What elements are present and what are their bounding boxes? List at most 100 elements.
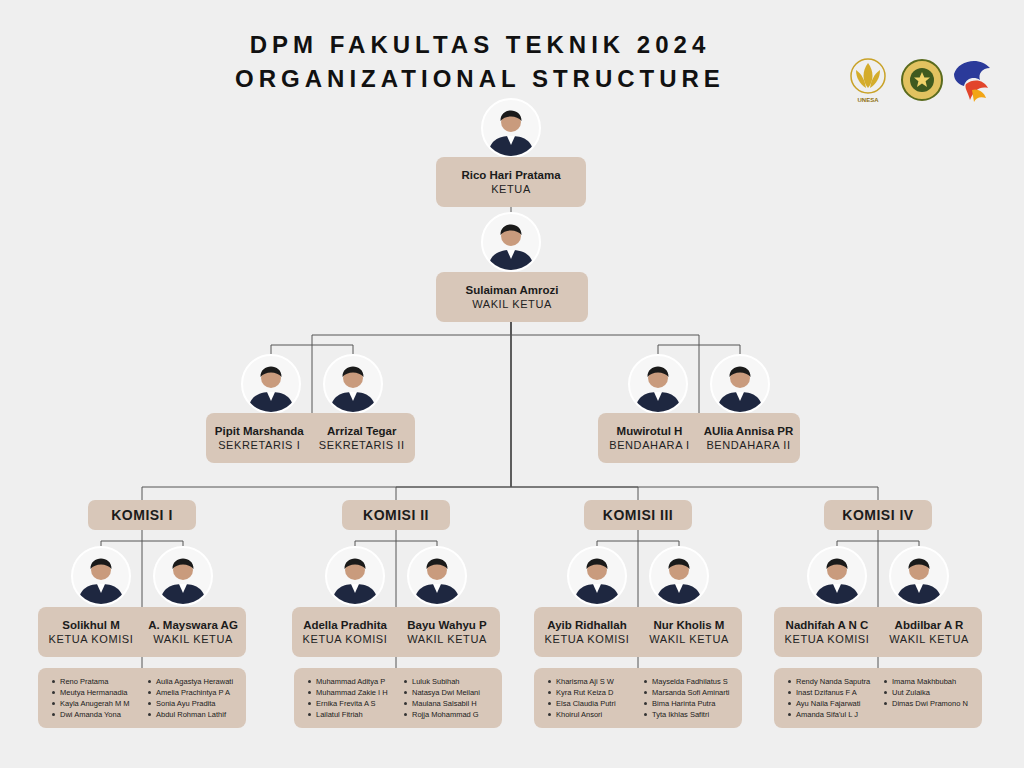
member-name: Natasya Dwi Meilani [412, 688, 480, 698]
branch-line [597, 541, 679, 546]
bullet-dot [148, 691, 151, 694]
connector-group [142, 207, 878, 668]
org-connector [396, 530, 397, 607]
branch-line [355, 541, 437, 546]
member-item: Abdul Rohman Lathif [148, 710, 226, 720]
member-item: Elsa Claudia Putri [548, 699, 616, 709]
org-connector [396, 657, 397, 668]
logo-core [910, 68, 934, 92]
logo-ring [902, 60, 942, 100]
member-list-box: Muhammad Aditya PMuhammad Zakie I HErnik… [294, 668, 502, 728]
logo-caption: UNESA [848, 96, 888, 104]
member-item: Dwi Amanda Yona [52, 710, 121, 720]
portrait-photo [890, 547, 948, 606]
bullet-dot [148, 702, 151, 705]
member-item: Tyta Ikhlas Safitri [644, 710, 709, 720]
portrait-photo [242, 355, 300, 414]
portrait-photo [72, 547, 130, 606]
logo-flame [972, 89, 986, 102]
bullet-dot [404, 713, 407, 716]
logo-petal [856, 70, 866, 88]
member-item: Natasya Dwi Meilani [404, 688, 480, 698]
person-name: Solikhul M [62, 618, 120, 632]
member-name: Maulana Salsabil H [412, 699, 477, 709]
faculty-logo [902, 60, 942, 100]
role-title: BENDAHARA I [609, 438, 690, 452]
member-item: Muhammad Aditya P [308, 677, 385, 687]
portrait-photo [154, 547, 212, 606]
member-item: Rojja Mohammad G [404, 710, 479, 720]
pair-box: Pipit MarshandaSEKRETARIS IArrizal Tegar… [206, 413, 415, 463]
bullet-dot [884, 680, 887, 683]
role-title: SEKRETARIS II [319, 438, 405, 452]
person-name: Nadhifah A N C [786, 618, 869, 632]
role-title: KETUA KOMISI [49, 632, 134, 646]
role-title: WAKIL KETUA [407, 632, 487, 646]
org-connector [142, 322, 511, 500]
org-connector [878, 530, 879, 607]
role-title: WAKIL KETUA [153, 632, 233, 646]
member-name: Dimas Dwi Pramono N [892, 699, 968, 709]
person-name: Muwirotul H [617, 424, 683, 438]
role-title: WAKIL KETUA [889, 632, 969, 646]
org-connector [142, 530, 143, 607]
member-name: Kharisma Aji S W [556, 677, 614, 687]
member-name: Inast Dzifanus F A [796, 688, 857, 698]
bullet-dot [148, 713, 151, 716]
branch-lines [101, 345, 919, 546]
logo-ring [851, 59, 885, 93]
person-name: Rico Hari Pratama [461, 168, 560, 182]
bullet-dot [884, 691, 887, 694]
bullet-dot [52, 713, 55, 716]
portrait-photo [568, 547, 626, 606]
org-connector [511, 322, 638, 500]
member-name: Meutya Hermanadia [60, 688, 128, 698]
committee-name: KOMISI I [111, 506, 173, 524]
member-name: Bima Harinta Putra [652, 699, 715, 709]
member-name: Ernika Frevita A S [316, 699, 376, 709]
org-connector [878, 657, 879, 668]
org-connector [638, 530, 639, 607]
bullet-dot [52, 680, 55, 683]
bullet-dot [788, 702, 791, 705]
member-name: Abdul Rohman Lathif [156, 710, 226, 720]
person-name: Ayib Ridhallah [547, 618, 626, 632]
portrait-photo [711, 355, 769, 414]
member-item: Ayu Naila Fajarwati [788, 699, 860, 709]
org-connector [511, 322, 878, 500]
member-item: Rendy Nanda Saputra [788, 677, 870, 687]
portrait-photo [408, 547, 466, 606]
role-title: BENDAHARA II [706, 438, 790, 452]
member-name: Kayla Anugerah M M [60, 699, 130, 709]
member-list-box: Reno PratamaMeutya HermanadiaKayla Anuge… [38, 668, 246, 728]
member-name: Imama Makhbubah [892, 677, 956, 687]
member-name: Lailatul Fitriah [316, 710, 363, 720]
pair-box: Ayib RidhallahKETUA KOMISINur Kholis MWA… [534, 607, 742, 657]
bullet-dot [52, 702, 55, 705]
branch-line [271, 345, 353, 354]
org-connector [142, 657, 143, 668]
member-name: Dwi Amanda Yona [60, 710, 121, 720]
portrait-photo [650, 547, 708, 606]
branch-line [837, 541, 919, 546]
member-item: Lailatul Fitriah [308, 710, 363, 720]
pair-box: Nadhifah A N CKETUA KOMISIAbdilbar A RWA… [774, 607, 982, 657]
bullet-dot [404, 680, 407, 683]
member-item: Imama Makhbubah [884, 677, 956, 687]
bullet-dot [644, 713, 647, 716]
member-item: Amelia Prachintya P A [148, 688, 230, 698]
person-name: Pipit Marshanda [215, 424, 304, 438]
member-name: Muhammad Zakie I H [316, 688, 388, 698]
member-name: Muhammad Aditya P [316, 677, 385, 687]
member-item: Marsanda Sofi Aminarti [644, 688, 730, 698]
person-box: Sulaiman AmroziWAKIL KETUA [436, 272, 588, 322]
role-title: KETUA KOMISI [785, 632, 870, 646]
role-title: WAKIL KETUA [472, 297, 552, 311]
pair-box: Adella PradhitaKETUA KOMISIBayu Wahyu PW… [292, 607, 500, 657]
bullet-dot [308, 713, 311, 716]
member-item: Ernika Frevita A S [308, 699, 376, 709]
member-item: Meutya Hermanadia [52, 688, 128, 698]
role-title: SEKRETARIS I [218, 438, 300, 452]
person-name: Sulaiman Amrozi [466, 283, 559, 297]
bullet-dot [644, 691, 647, 694]
